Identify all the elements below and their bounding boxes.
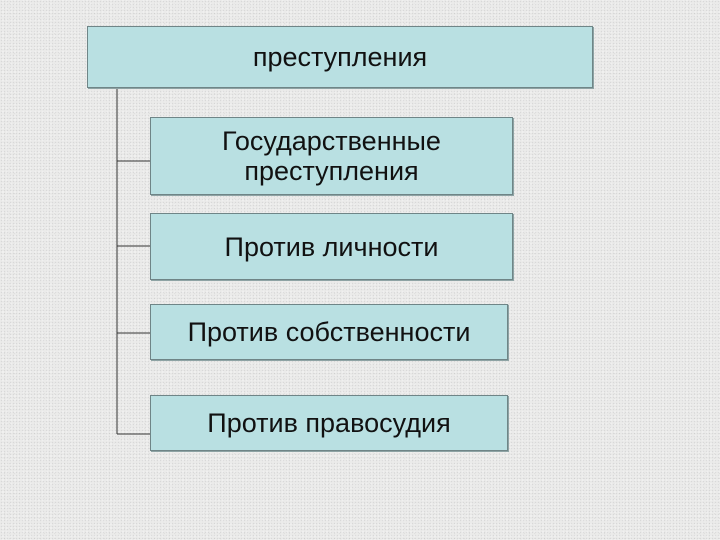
root-node-label: преступления <box>252 42 428 72</box>
child-node-label: Против личности <box>224 231 439 262</box>
child-node-against-justice: Против правосудия <box>150 395 508 451</box>
child-node-against-property: Против собственности <box>150 304 508 360</box>
child-node-label: Против собственности <box>187 317 471 347</box>
child-node-label: Государственные преступления <box>222 126 441 186</box>
child-node-state-crimes: Государственные преступления <box>150 117 513 195</box>
child-node-against-person: Против личности <box>150 213 513 280</box>
child-node-label: Против правосудия <box>207 408 451 438</box>
root-node: преступления <box>87 26 593 88</box>
